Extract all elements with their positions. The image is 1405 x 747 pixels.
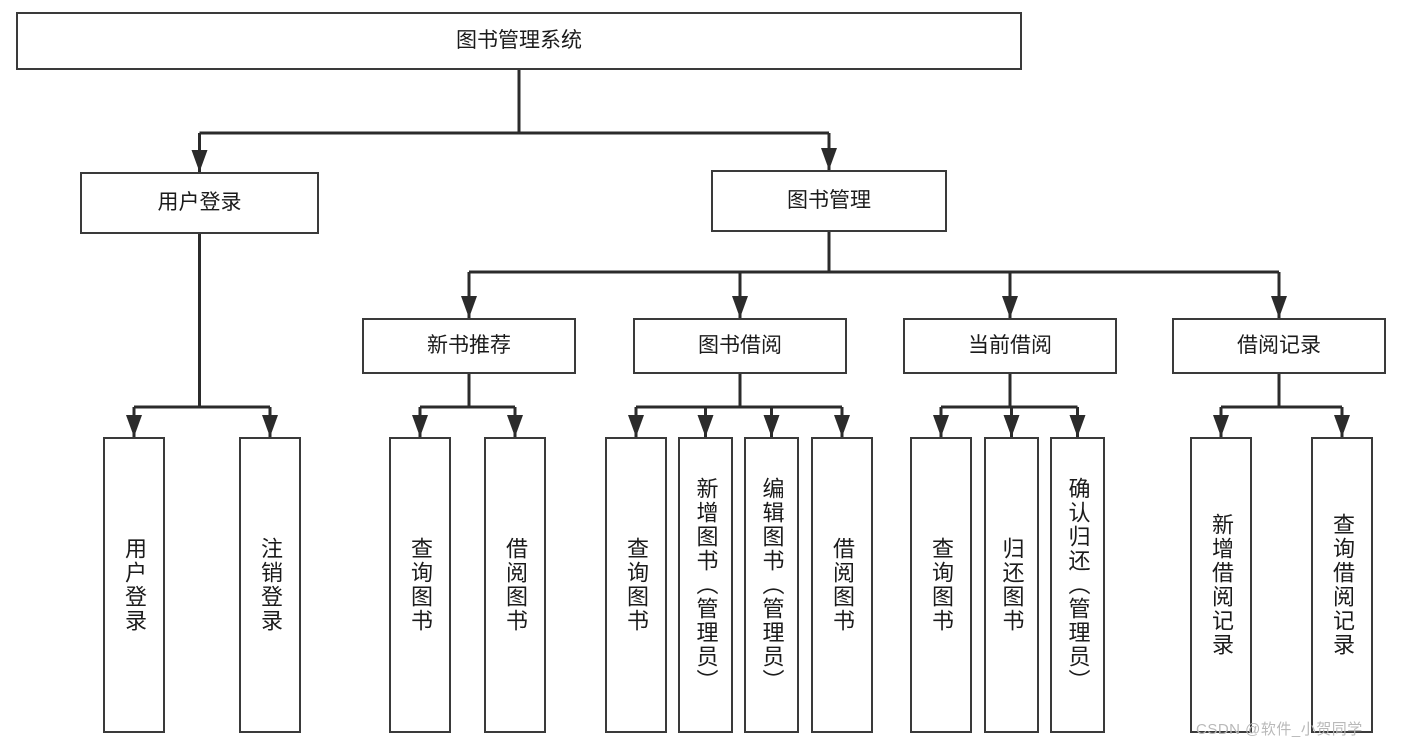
node-book-borrow[interactable]: 图书借阅: [633, 318, 847, 374]
node-user-login[interactable]: 用户登录: [80, 172, 319, 234]
node-leaf-logout[interactable]: 注销登录: [239, 437, 301, 733]
node-label-book-borrow: 图书借阅: [698, 334, 782, 358]
node-leaf-query-book-1[interactable]: 查询图书: [389, 437, 451, 733]
node-label-leaf-query-record: 查询借阅记录: [1330, 513, 1355, 657]
node-book-manage[interactable]: 图书管理: [711, 170, 947, 232]
node-label-leaf-user-login: 用户登录: [122, 537, 147, 633]
node-leaf-query-record[interactable]: 查询借阅记录: [1311, 437, 1373, 733]
node-label-leaf-borrow-book-1: 借阅图书: [503, 537, 528, 633]
node-new-book-recommend[interactable]: 新书推荐: [362, 318, 576, 374]
node-label-current-borrow: 当前借阅: [968, 334, 1052, 358]
node-leaf-borrow-book-2[interactable]: 借阅图书: [811, 437, 873, 733]
watermark-text: CSDN @软件_小贺同学: [1196, 721, 1363, 738]
node-current-borrow[interactable]: 当前借阅: [903, 318, 1117, 374]
node-leaf-query-book-2[interactable]: 查询图书: [605, 437, 667, 733]
node-label-leaf-add-book: 新增图书（管理员）: [693, 477, 719, 693]
node-leaf-user-login[interactable]: 用户登录: [103, 437, 165, 733]
node-label-book-manage: 图书管理: [787, 189, 871, 213]
node-label-leaf-query-book-3: 查询图书: [929, 537, 954, 633]
node-leaf-borrow-book-1[interactable]: 借阅图书: [484, 437, 546, 733]
node-label-leaf-confirm-return: 确认归还（管理员）: [1065, 477, 1091, 693]
node-label-leaf-return-book: 归还图书: [999, 537, 1025, 633]
node-leaf-add-record[interactable]: 新增借阅记录: [1190, 437, 1252, 733]
node-label-borrow-record: 借阅记录: [1237, 334, 1321, 358]
node-root[interactable]: 图书管理系统: [16, 12, 1022, 70]
node-label-leaf-query-book-1: 查询图书: [408, 537, 433, 633]
node-label-leaf-logout: 注销登录: [258, 537, 283, 633]
node-leaf-edit-book[interactable]: 编辑图书（管理员）: [744, 437, 799, 733]
node-label-leaf-edit-book: 编辑图书（管理员）: [759, 477, 785, 693]
node-label-leaf-add-record: 新增借阅记录: [1209, 513, 1234, 657]
node-label-user-login: 用户登录: [157, 191, 242, 215]
node-label-root: 图书管理系统: [456, 29, 582, 53]
node-leaf-query-book-3[interactable]: 查询图书: [910, 437, 972, 733]
node-leaf-return-book[interactable]: 归还图书: [984, 437, 1039, 733]
node-leaf-confirm-return[interactable]: 确认归还（管理员）: [1050, 437, 1105, 733]
node-borrow-record[interactable]: 借阅记录: [1172, 318, 1386, 374]
node-label-leaf-borrow-book-2: 借阅图书: [830, 537, 855, 633]
node-label-new-book-recommend: 新书推荐: [427, 334, 511, 358]
node-label-leaf-query-book-2: 查询图书: [624, 537, 649, 633]
node-leaf-add-book[interactable]: 新增图书（管理员）: [678, 437, 733, 733]
